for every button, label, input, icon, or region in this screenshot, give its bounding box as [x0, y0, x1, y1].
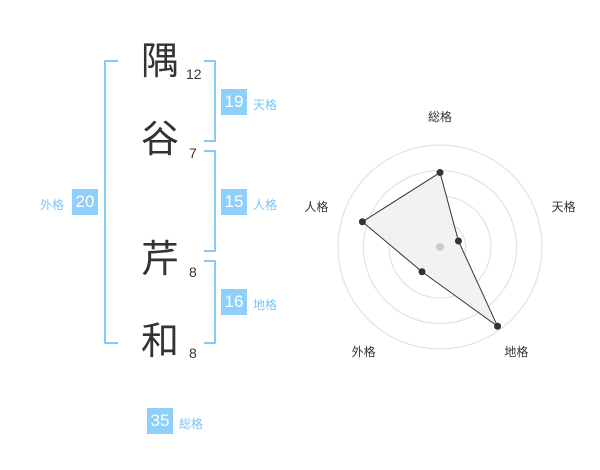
- chikaku-bracket: [204, 260, 216, 344]
- tenkaku-value: 19: [221, 89, 247, 115]
- radar-grid-ring: [337, 144, 543, 350]
- soukaku-label: 総格: [179, 417, 204, 431]
- name-char-1: 隅: [141, 39, 180, 83]
- radar-point-3: [494, 322, 502, 330]
- stroke-count-4: 8: [189, 345, 197, 361]
- radar-axis-label: 総格: [428, 109, 452, 124]
- tenkaku-bracket: [204, 60, 216, 142]
- radar-data-area: [361, 171, 499, 328]
- stroke-count-3: 8: [189, 264, 197, 280]
- stroke-count-2: 7: [189, 145, 197, 161]
- name-char-4: 和: [141, 319, 180, 363]
- radar-point-4: [418, 268, 426, 276]
- gaikaku-value: 20: [72, 189, 98, 215]
- soukaku-value: 35: [147, 408, 173, 434]
- radar-axis-label: 人格: [304, 199, 328, 214]
- radar-center-dot: [436, 243, 444, 251]
- gaikaku-bracket: [104, 60, 118, 344]
- radar-axis-label: 外格: [352, 344, 376, 359]
- radar-point-5: [358, 218, 366, 226]
- radar-point-2: [454, 237, 462, 245]
- jinkaku-bracket: [204, 150, 216, 252]
- chikaku-value: 16: [221, 289, 247, 315]
- radar-axis-label: 地格: [504, 344, 528, 359]
- name-char-2: 谷: [141, 117, 180, 161]
- name-char-3: 芹: [141, 237, 180, 281]
- jinkaku-label: 人格: [253, 198, 278, 212]
- tenkaku-label: 天格: [253, 98, 278, 112]
- jinkaku-value: 15: [221, 189, 247, 215]
- radar-point-1: [436, 169, 444, 177]
- radar-axis-label: 天格: [552, 199, 576, 214]
- gaikaku-label: 外格: [40, 198, 65, 212]
- chikaku-label: 地格: [253, 298, 278, 312]
- stroke-count-1: 12: [186, 66, 202, 82]
